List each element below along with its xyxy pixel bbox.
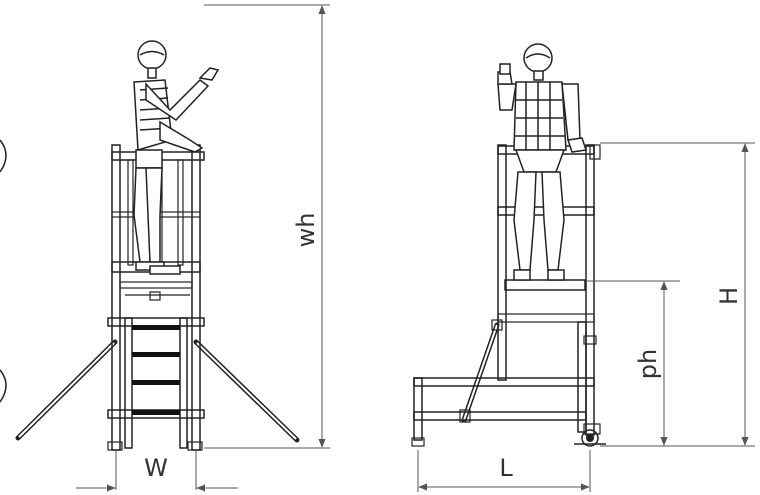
side-wheel [574, 423, 606, 447]
dimension-H [600, 142, 755, 447]
label-wh: wh [292, 213, 320, 248]
dimension-W [76, 450, 238, 492]
front-steps [132, 325, 180, 415]
front-outriggers [15, 339, 300, 443]
side-mannequin [497, 43, 587, 281]
side-stay [459, 319, 503, 423]
front-mannequin [133, 40, 220, 275]
dimension-L [417, 450, 591, 492]
label-ph: ph [634, 349, 662, 379]
label-W: W [144, 454, 168, 482]
dimension-wh [204, 4, 330, 449]
left-edge-fragments [0, 139, 7, 403]
label-L: L [499, 454, 513, 482]
dimension-ph [586, 280, 680, 447]
label-H: H [715, 287, 743, 305]
side-frame [411, 144, 601, 447]
front-view [15, 40, 300, 451]
side-view [411, 43, 606, 447]
